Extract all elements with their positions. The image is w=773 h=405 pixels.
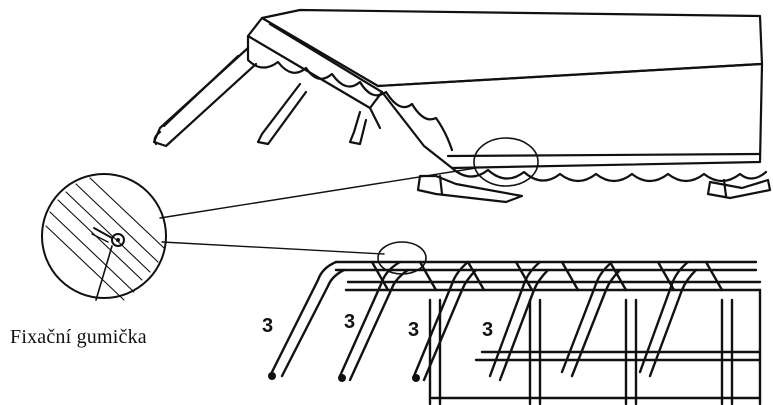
frame-number-2: 3 bbox=[344, 311, 355, 333]
frame-number-3: 3 bbox=[408, 319, 419, 341]
canopy-front-valance bbox=[246, 34, 454, 152]
frame-bow-6 bbox=[638, 260, 690, 374]
canopy-leg-3 bbox=[348, 110, 368, 146]
fixing-elastic-label: Fixační gumička bbox=[10, 326, 147, 348]
canopy-leg-2 bbox=[256, 82, 308, 146]
frame-bow-4 bbox=[488, 260, 542, 378]
canopy-leg-1 bbox=[152, 46, 258, 148]
canopy-front-slope bbox=[246, 16, 384, 110]
canopy-foot-2 bbox=[706, 178, 772, 200]
frame-number-1: 3 bbox=[262, 315, 273, 337]
tube-frame bbox=[268, 241, 762, 405]
canopy-roof bbox=[260, 8, 764, 88]
frame-bow-5 bbox=[560, 260, 614, 374]
detail-marker-frame bbox=[377, 241, 427, 275]
frame-bow-2 bbox=[338, 260, 402, 378]
frame-bow-3 bbox=[412, 260, 470, 378]
canopy-foot-1 bbox=[416, 174, 524, 204]
detail-magnifier-circle bbox=[41, 173, 167, 299]
frame-front-bow bbox=[270, 260, 338, 374]
detail-callout bbox=[41, 167, 477, 301]
canopy-side-panel bbox=[380, 62, 764, 170]
canopy-scallop-edge bbox=[450, 166, 768, 183]
callout-line-canopy bbox=[159, 167, 477, 219]
callout-leader bbox=[95, 245, 113, 301]
callout-line-frame bbox=[161, 241, 385, 255]
detail-marker-canopy bbox=[473, 137, 539, 187]
canopy-cover bbox=[152, 8, 772, 204]
frame-number-4: 3 bbox=[482, 319, 493, 341]
fixing-ring bbox=[111, 233, 125, 247]
